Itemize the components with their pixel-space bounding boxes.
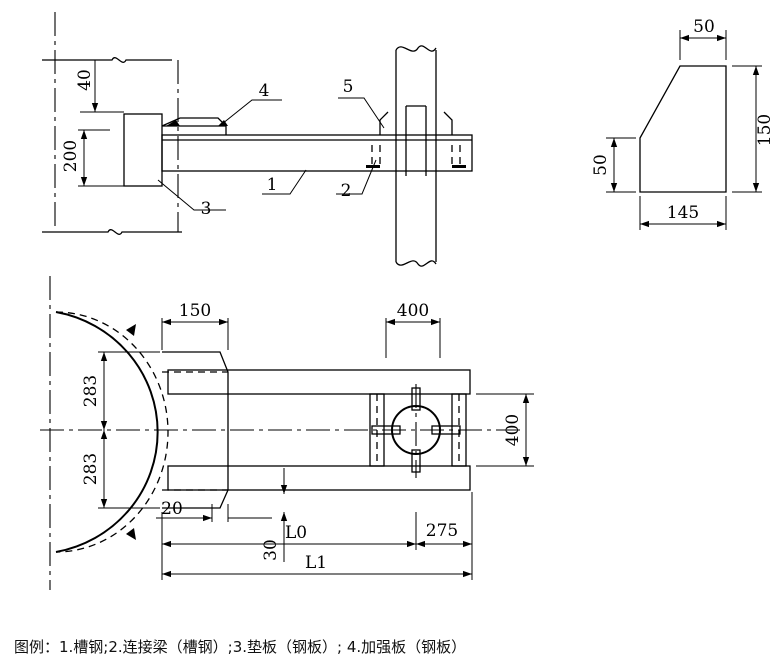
dim-283a-text: 283 xyxy=(81,375,101,407)
break-line-top xyxy=(42,57,172,63)
callout-4: 4 xyxy=(259,81,270,101)
channel-beam-bottom xyxy=(167,465,471,491)
top-view: 40 200 4 3 1 2 5 xyxy=(42,12,473,267)
leader-2 xyxy=(336,159,377,195)
column-outline xyxy=(55,311,159,553)
dim-30-text: 30 xyxy=(261,539,281,561)
dim-L0-text: L0 xyxy=(285,523,307,543)
callout-5: 5 xyxy=(343,77,354,97)
dim-L1-text: L1 xyxy=(305,553,327,573)
plate-outline xyxy=(639,65,727,193)
leader-5 xyxy=(338,97,385,129)
beam-flange-right xyxy=(452,165,466,168)
plan-view: 150 400 283 283 400 20 30 L0 xyxy=(40,276,534,590)
weld-top xyxy=(126,324,136,336)
break-line-bottom xyxy=(42,229,182,235)
dim-40-text: 40 xyxy=(75,69,95,91)
dim-400w-text: 400 xyxy=(397,301,429,321)
clamp-arm-right xyxy=(431,425,461,435)
pipe-break-bottom xyxy=(395,260,437,267)
dim-20-text: 20 xyxy=(161,499,183,519)
clamp-left xyxy=(379,111,389,135)
column-outline-hidden xyxy=(55,311,169,553)
dim-side-text: 50 xyxy=(591,154,611,176)
leader-3 xyxy=(157,179,226,211)
dim-top-text: 50 xyxy=(693,17,715,37)
clamp-right xyxy=(443,111,453,135)
dim-275-text: 275 xyxy=(426,521,458,541)
leader-1 xyxy=(262,169,307,195)
callout-1: 1 xyxy=(267,175,278,195)
dim-bottom-text: 145 xyxy=(667,203,699,223)
dim-400h-text: 400 xyxy=(503,414,523,446)
clamp-arm-left xyxy=(371,425,401,435)
callout-2: 2 xyxy=(341,181,352,201)
weld-mark-a xyxy=(166,120,180,126)
callout-3: 3 xyxy=(201,199,212,219)
channel-steel xyxy=(161,134,473,172)
dim-height-text: 150 xyxy=(755,114,775,146)
dim-200-text: 200 xyxy=(61,140,81,172)
weld-bottom xyxy=(126,528,136,540)
pipe-break-top xyxy=(395,45,437,52)
plate-detail: 50 150 50 145 xyxy=(591,17,775,230)
leader-4 xyxy=(221,99,282,125)
channel-beam-top xyxy=(167,369,471,395)
pad-plate xyxy=(123,113,163,187)
plate-outline-plan xyxy=(162,351,229,509)
dim-283b-text: 283 xyxy=(81,453,101,485)
dim-150-text: 150 xyxy=(179,301,211,321)
legend: 图例：1.槽钢;2.连接梁（槽钢）;3.垫板（钢板）; 4.加强板（钢板） xyxy=(14,638,467,656)
